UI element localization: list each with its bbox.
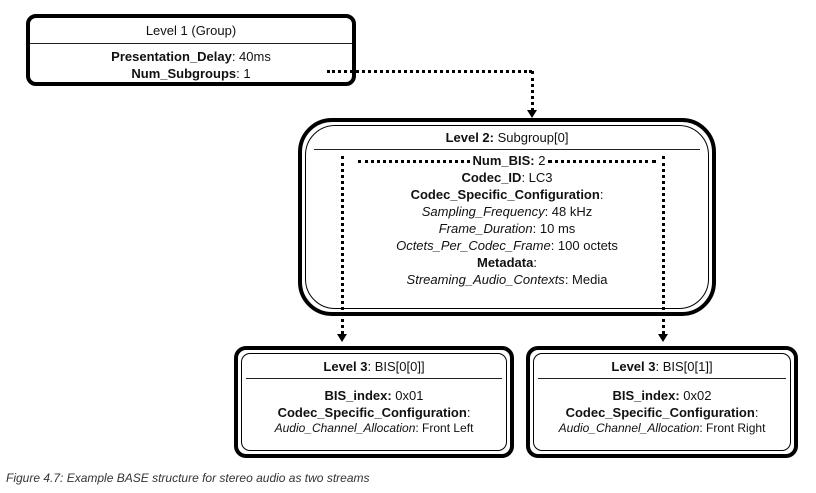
arrow-to-level2 xyxy=(527,110,537,118)
metadata-value: : xyxy=(533,255,537,270)
level2-separator xyxy=(314,149,700,150)
bis-right-csc-key: Codec_Specific_Configuration xyxy=(565,405,755,420)
level2-frame-duration: Frame_Duration: 10 ms xyxy=(302,220,712,237)
bis-left-title-key: Level 3 xyxy=(323,359,368,374)
connector-v-left xyxy=(341,156,344,334)
streaming-value: : Media xyxy=(564,272,608,287)
bis-right-title-key: Level 3 xyxy=(611,359,656,374)
bis-left-csc: Codec_Specific_Configuration: xyxy=(238,404,510,421)
streaming-key: Streaming_Audio_Contexts xyxy=(406,272,565,287)
num-subgroups-value: : 1 xyxy=(236,66,251,81)
level2-sampling-frequency: Sampling_Frequency: 48 kHz xyxy=(302,203,712,220)
presentation-delay-value: : 40ms xyxy=(231,49,271,64)
bis-right-index: BIS_index: 0x02 xyxy=(530,387,794,404)
figure-caption: Figure 4.7: Example BASE structure for s… xyxy=(6,471,370,485)
level2-num-bis: Num_BIS: 2 xyxy=(302,152,712,169)
connector-v-level1-to-level2 xyxy=(531,71,534,111)
bis-right-alloc-key: Audio_Channel_Allocation xyxy=(558,421,700,435)
bis-left-index: BIS_index: 0x01 xyxy=(238,387,510,404)
presentation-delay-key: Presentation_Delay xyxy=(111,49,232,64)
connector-h-level1 xyxy=(327,70,532,73)
num-bis-key: Num_BIS: xyxy=(472,153,535,168)
level1-separator xyxy=(30,43,352,44)
level2-streaming-audio-contexts: Streaming_Audio_Contexts: Media xyxy=(302,271,712,288)
bis-left-alloc-key: Audio_Channel_Allocation xyxy=(274,421,416,435)
bis-left-title-value: : BIS[0[0]] xyxy=(367,359,425,374)
bis-left-box: Level 3: BIS[0[0]] BIS_index: 0x01 Codec… xyxy=(234,346,514,458)
bis-left-title: Level 3: BIS[0[0]] xyxy=(238,359,510,374)
bis-right-csc-value: : xyxy=(754,405,759,420)
codec-id-key: Codec_ID xyxy=(461,170,522,185)
frame-duration-value: : 10 ms xyxy=(532,221,576,236)
bis-left-csc-value: : xyxy=(466,405,471,420)
bis-right-alloc-value: : Front Right xyxy=(699,421,766,435)
bis-right-index-key: BIS_index: xyxy=(612,388,680,403)
level2-title-value: Subgroup[0] xyxy=(493,130,569,145)
csc-key: Codec_Specific_Configuration xyxy=(410,187,600,202)
level1-box: Level 1 (Group) Presentation_Delay: 40ms… xyxy=(26,14,356,86)
level2-metadata: Metadata: xyxy=(302,254,712,271)
bis-left-index-key: BIS_index: xyxy=(324,388,392,403)
bis-left-separator xyxy=(246,378,502,379)
level1-title: Level 1 (Group) xyxy=(145,23,237,38)
num-subgroups-key: Num_Subgroups xyxy=(131,66,237,81)
bis-left-alloc-value: : Front Left xyxy=(415,421,474,435)
bis-left-index-value: 0x01 xyxy=(391,388,424,403)
level2-codec-specific-configuration: Codec_Specific_Configuration: xyxy=(302,186,712,203)
bis-right-title-value: : BIS[0[1]] xyxy=(655,359,713,374)
level2-box: Level 2: Subgroup[0] Num_BIS: 2 Codec_ID… xyxy=(298,118,716,316)
bis-right-inner-border xyxy=(533,353,791,451)
num-bis-dotted-left xyxy=(357,160,470,164)
level1-num-subgroups: Num_Subgroups: 1 xyxy=(30,65,352,82)
bis-right-index-value: 0x02 xyxy=(679,388,712,403)
arrow-to-bis-right xyxy=(658,334,668,342)
metadata-key: Metadata xyxy=(477,255,534,270)
csc-value: : xyxy=(599,187,604,202)
level1-presentation-delay: Presentation_Delay: 40ms xyxy=(30,48,352,65)
bis-right-separator xyxy=(538,378,786,379)
octets-key: Octets_Per_Codec_Frame xyxy=(396,238,551,253)
arrow-to-bis-left xyxy=(337,334,347,342)
bis-right-title: Level 3: BIS[0[1]] xyxy=(530,359,794,374)
frame-duration-key: Frame_Duration xyxy=(438,221,533,236)
sampling-frequency-value: : 48 kHz xyxy=(544,204,593,219)
level2-title-key: Level 2: xyxy=(445,130,494,145)
sampling-frequency-key: Sampling_Frequency xyxy=(421,204,545,219)
octets-value: : 100 octets xyxy=(550,238,618,253)
bis-right-channel-allocation: Audio_Channel_Allocation: Front Right xyxy=(530,420,794,437)
level2-octets-per-codec-frame: Octets_Per_Codec_Frame: 100 octets xyxy=(302,237,712,254)
codec-id-value: : LC3 xyxy=(521,170,553,185)
bis-right-box: Level 3: BIS[0[1]] BIS_index: 0x02 Codec… xyxy=(526,346,798,458)
bis-right-csc: Codec_Specific_Configuration: xyxy=(530,404,794,421)
bis-left-channel-allocation: Audio_Channel_Allocation: Front Left xyxy=(238,420,510,437)
num-bis-value: 2 xyxy=(534,153,546,168)
level2-title: Level 2: Subgroup[0] xyxy=(302,130,712,145)
num-bis-dotted-right xyxy=(548,160,657,164)
bis-left-inner-border xyxy=(241,353,507,451)
bis-left-csc-key: Codec_Specific_Configuration xyxy=(277,405,467,420)
connector-v-right xyxy=(662,156,665,334)
level2-codec-id: Codec_ID: LC3 xyxy=(302,169,712,186)
level2-inner-border xyxy=(305,125,709,309)
